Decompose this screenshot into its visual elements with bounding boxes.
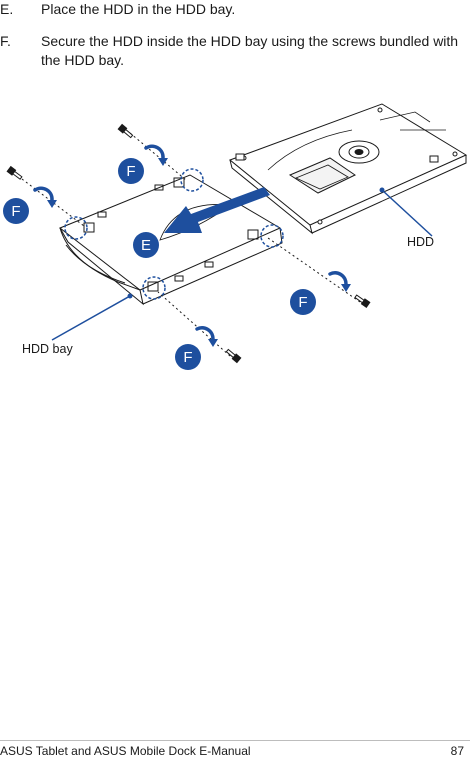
insert-arrow: [164, 187, 270, 233]
step-letter: F.: [0, 33, 11, 49]
marker-f: F: [3, 198, 29, 224]
svg-text:F: F: [298, 294, 307, 311]
svg-text:F: F: [183, 349, 192, 366]
marker-f: F: [118, 158, 144, 184]
leader-lines: [51, 189, 433, 341]
hdd-bay-label: HDD bay: [22, 342, 73, 356]
hdd-drive: [229, 103, 468, 235]
step-text: Place the HDD in the HDD bay.: [41, 1, 236, 17]
step-text: Secure the HDD inside the HDD bay using …: [41, 33, 459, 68]
step-marker-badges: F F E F F: [3, 158, 316, 370]
step-letter: E.: [0, 1, 14, 17]
rotation-arrow-heads: [47, 158, 351, 347]
hdd-installation-illustration: F F E F F: [3, 103, 468, 370]
marker-f: F: [175, 344, 201, 370]
svg-text:F: F: [126, 163, 135, 180]
leader-dot: [127, 293, 133, 299]
leader-dot: [379, 187, 385, 193]
svg-text:F: F: [11, 203, 20, 220]
marker-e: E: [133, 232, 159, 258]
screw-hole-highlights: [64, 168, 284, 300]
page-number: 87: [450, 744, 464, 758]
rotation-arrow-icon: [33, 144, 348, 341]
svg-text:E: E: [141, 237, 151, 254]
footer-title: ASUS Tablet and ASUS Mobile Dock E-Manua…: [0, 744, 251, 758]
footer-divider: [0, 740, 470, 741]
hdd-label: HDD: [407, 235, 435, 249]
marker-f: F: [290, 289, 316, 315]
screw-icon: [6, 123, 371, 364]
